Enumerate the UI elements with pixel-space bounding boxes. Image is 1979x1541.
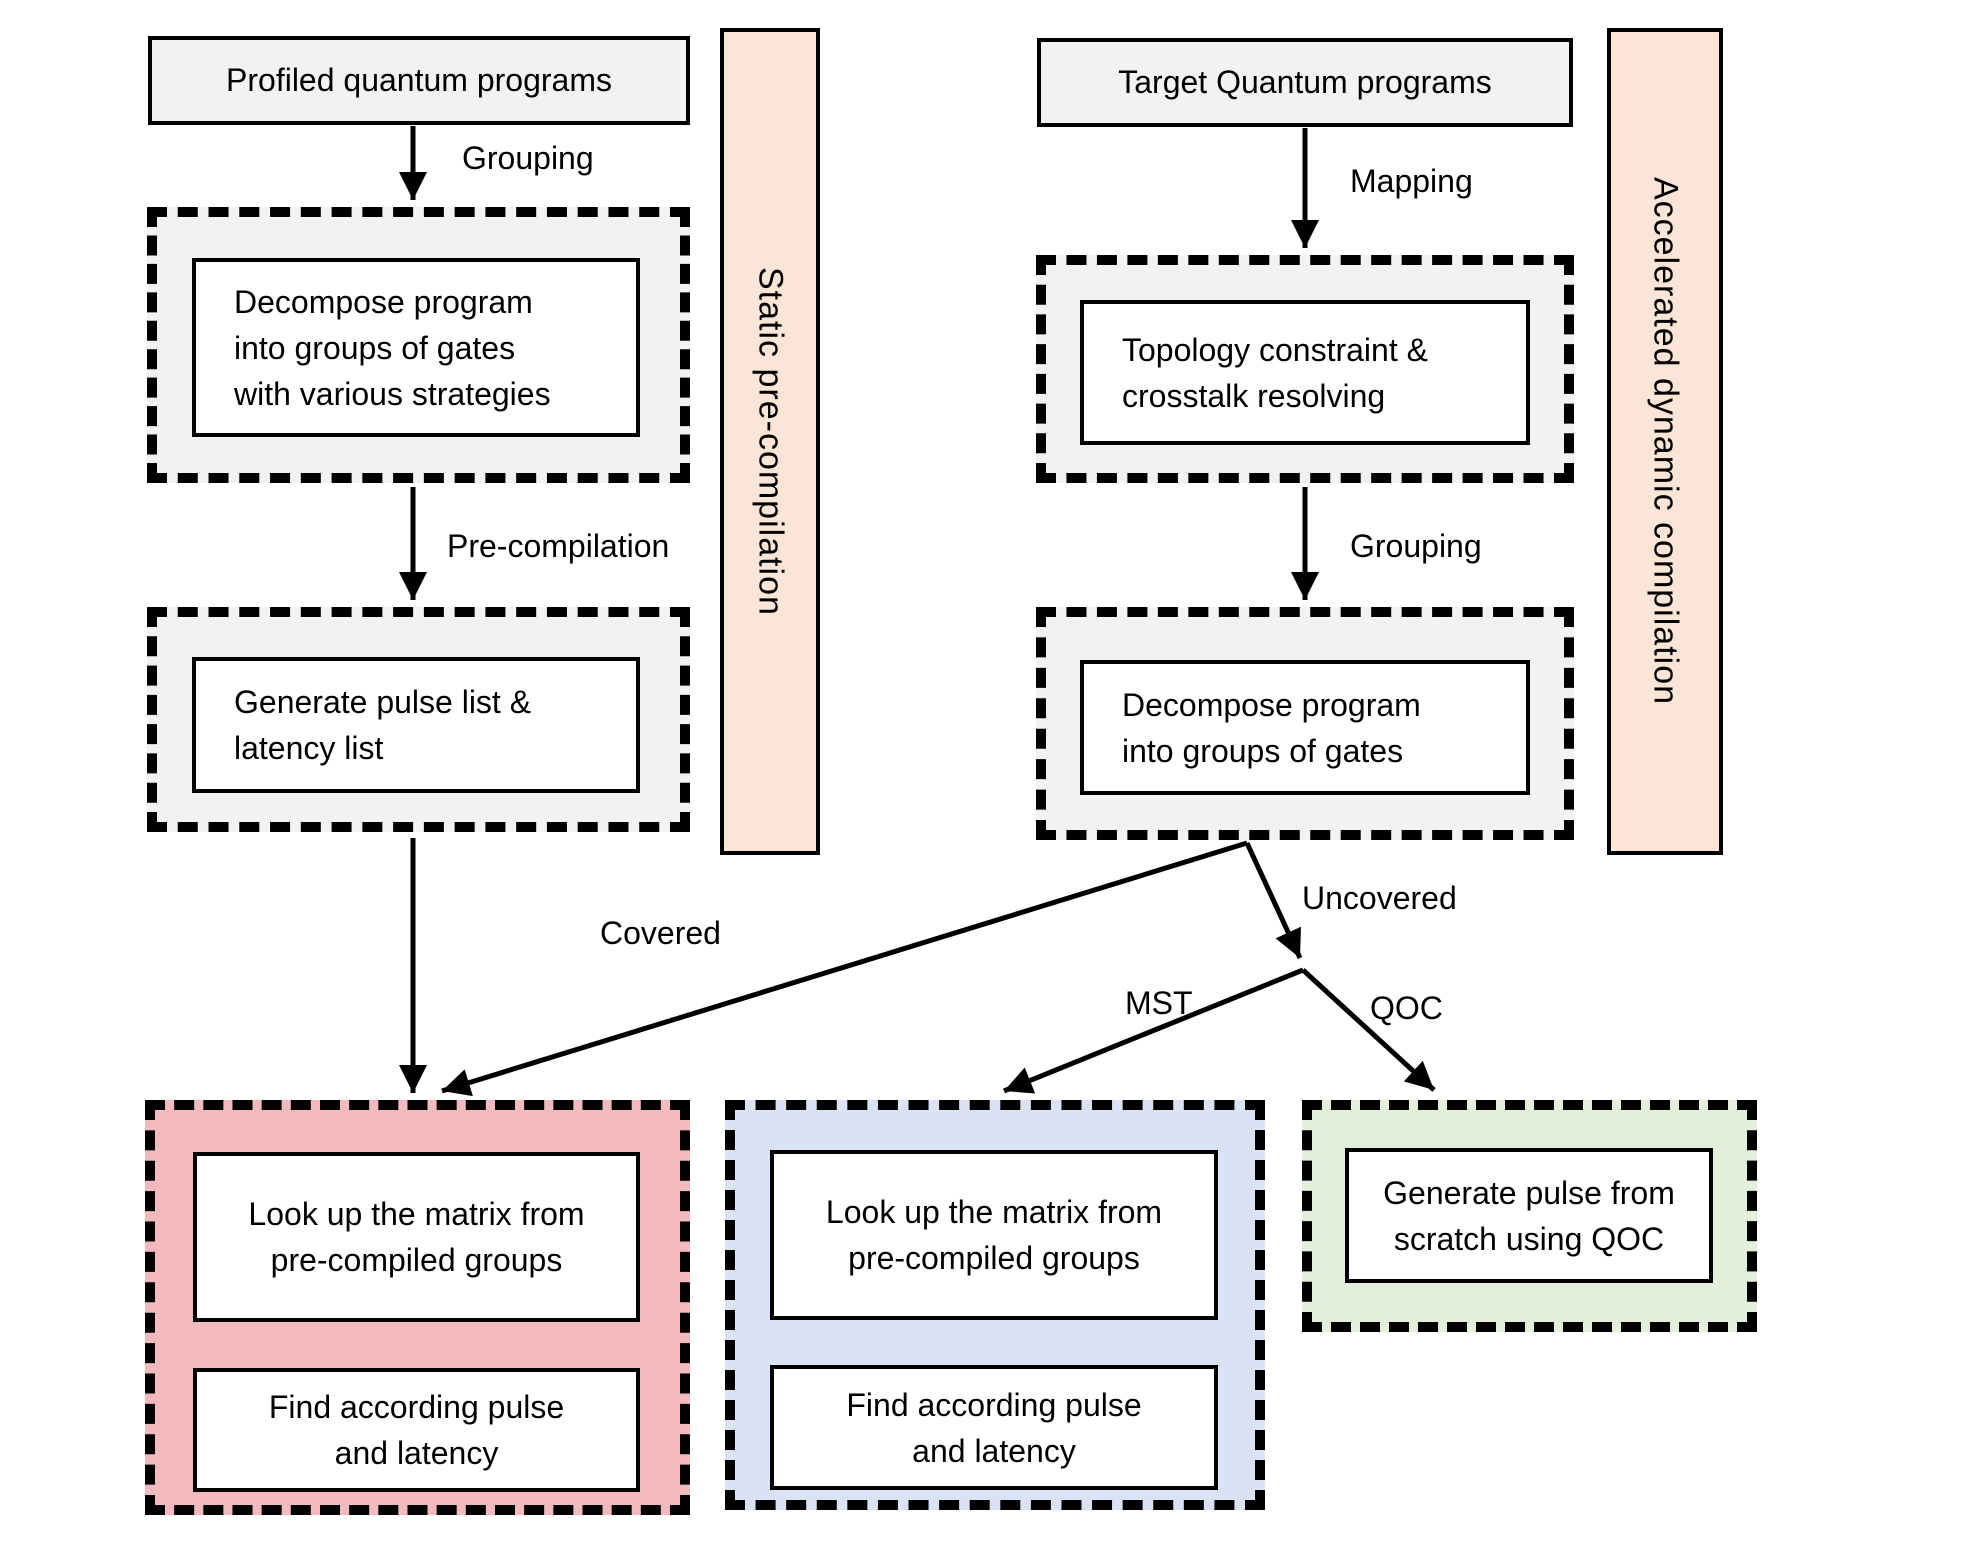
mst-branch-group: Look up the matrix from pre-compiled gro… bbox=[725, 1100, 1265, 1510]
precompilation-label: Pre-compilation bbox=[447, 528, 670, 564]
decompose-groups-box: Decompose program into groups of gates bbox=[1080, 660, 1530, 795]
generate-pulse-list-group: Generate pulse list & latency list bbox=[147, 607, 690, 832]
mst-label: MST bbox=[1125, 985, 1193, 1021]
qoc-branch-group: Generate pulse from scratch using QOC bbox=[1302, 1100, 1757, 1332]
grouping-right-label: Grouping bbox=[1350, 528, 1482, 564]
decompose-strategies-group: Decompose program into groups of gates w… bbox=[147, 207, 690, 483]
arrow-qoc bbox=[1301, 968, 1436, 1092]
profiled-quantum-programs-box: Profiled quantum programs bbox=[148, 36, 690, 125]
topology-constraint-box: Topology constraint & crosstalk resolvin… bbox=[1080, 300, 1530, 445]
static-precompilation-label: Static pre-compilation bbox=[751, 267, 790, 616]
arrow-covered-diagonal bbox=[441, 840, 1248, 1097]
target-quantum-programs-label: Target Quantum programs bbox=[1118, 64, 1492, 100]
decompose-groups-group: Decompose program into groups of gates bbox=[1036, 607, 1574, 840]
qoc-generate-box: Generate pulse from scratch using QOC bbox=[1345, 1148, 1713, 1283]
decompose-strategies-text: Decompose program into groups of gates w… bbox=[234, 283, 551, 412]
arrow-uncovered bbox=[1244, 841, 1303, 960]
qoc-label: QOC bbox=[1370, 990, 1443, 1026]
uncovered-label: Uncovered bbox=[1302, 880, 1457, 916]
covered-lookup-box: Look up the matrix from pre-compiled gro… bbox=[193, 1152, 640, 1322]
decompose-groups-text: Decompose program into groups of gates bbox=[1122, 686, 1421, 769]
mapping-label: Mapping bbox=[1350, 163, 1473, 199]
decompose-strategies-box: Decompose program into groups of gates w… bbox=[192, 258, 640, 437]
generate-pulse-list-box: Generate pulse list & latency list bbox=[192, 657, 640, 793]
grouping-left-label: Grouping bbox=[462, 140, 594, 176]
topology-constraint-group: Topology constraint & crosstalk resolvin… bbox=[1036, 255, 1574, 483]
accelerated-dynamic-compilation-label: Accelerated dynamic compilation bbox=[1646, 177, 1685, 706]
generate-pulse-list-text: Generate pulse list & latency list bbox=[234, 684, 532, 766]
topology-constraint-text: Topology constraint & crosstalk resolvin… bbox=[1122, 331, 1428, 414]
covered-lookup-text: Look up the matrix from pre-compiled gro… bbox=[248, 1196, 585, 1278]
qoc-generate-text: Generate pulse from scratch using QOC bbox=[1383, 1174, 1675, 1257]
profiled-quantum-programs-label: Profiled quantum programs bbox=[226, 62, 612, 98]
mst-find-box: Find according pulse and latency bbox=[770, 1365, 1218, 1490]
mst-lookup-text: Look up the matrix from pre-compiled gro… bbox=[825, 1194, 1163, 1276]
accelerated-dynamic-compilation-bar: Accelerated dynamic compilation bbox=[1607, 28, 1723, 855]
target-quantum-programs-box: Target Quantum programs bbox=[1037, 38, 1573, 127]
static-precompilation-bar: Static pre-compilation bbox=[720, 28, 820, 855]
mst-lookup-box: Look up the matrix from pre-compiled gro… bbox=[770, 1150, 1218, 1320]
covered-find-text: Find according pulse and latency bbox=[268, 1389, 565, 1471]
covered-label: Covered bbox=[600, 915, 721, 951]
covered-branch-group: Look up the matrix from pre-compiled gro… bbox=[145, 1100, 690, 1515]
covered-find-box: Find according pulse and latency bbox=[193, 1368, 640, 1492]
mst-find-text: Find according pulse and latency bbox=[846, 1386, 1142, 1469]
